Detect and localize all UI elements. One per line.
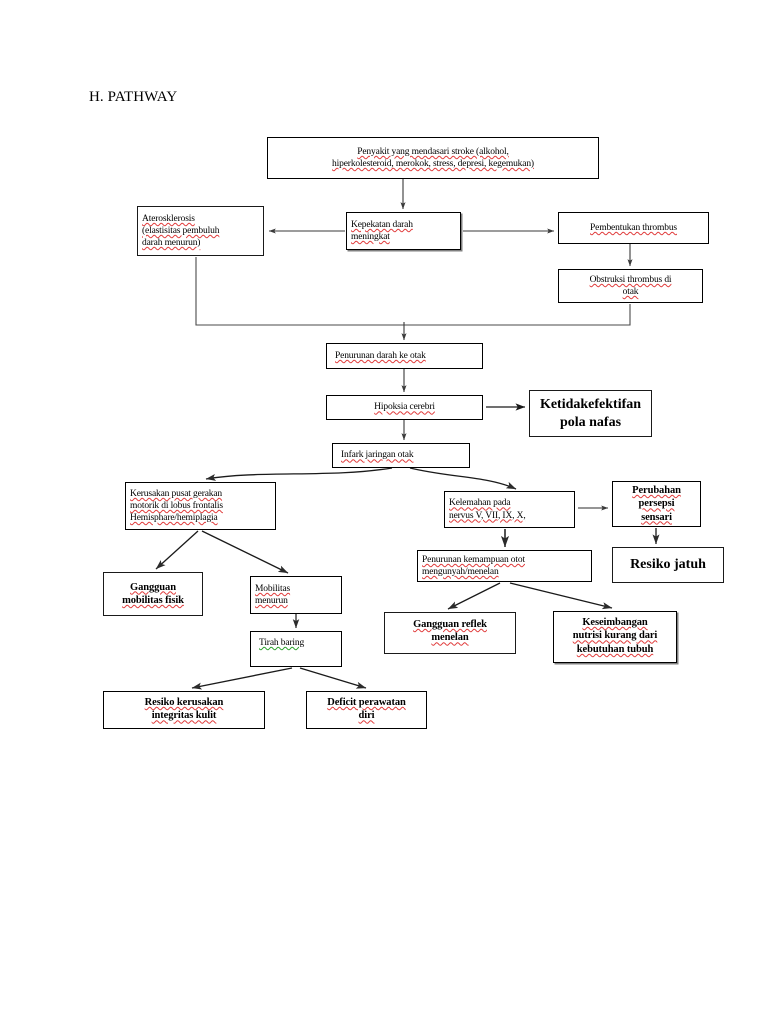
node-kerusakan-pusat-gerakan-motorik[interactable]: Kerusakan pusat gerakan motorik di lobus… [125, 482, 276, 530]
edge-tirah-to-deficit-perawatan [299, 667, 367, 689]
node-label: Perubahan persepsi sensari [632, 484, 681, 523]
node-penurunan-darah-ke-otak[interactable]: Penurunan darah ke otak [326, 343, 483, 369]
node-label: Penyakit yang mendasari stroke (alkohol,… [332, 146, 534, 169]
node-label: Penurunan kemampuan otot mengunyah/menel… [422, 554, 525, 577]
node-infark-jaringan-otak[interactable]: Infark jaringan otak [332, 443, 470, 468]
edge-obstruksi-bus [404, 304, 631, 326]
node-penurunan-kemampuan-otot[interactable]: Penurunan kemampuan otot mengunyah/menel… [417, 550, 592, 582]
node-kelemahan-nervus[interactable]: Kelemahan pada nervus V, VII, IX, X, [444, 491, 575, 528]
edge-aterosklerosis-bus [195, 257, 404, 326]
edge-penurunan-to-gangguan-reflek [447, 582, 501, 610]
node-label: Hipoksia cerebri [374, 402, 435, 413]
edge-penurunan-to-keseimbangan-nutrisi [509, 582, 613, 610]
node-tirah-baring[interactable]: Tirah baring [250, 631, 342, 667]
node-label: Aterosklerosis (elastisitas pembuluh dar… [142, 213, 220, 249]
node-ketidakefektifan-pola-nafas[interactable]: Ketidakefektifan pola nafas [529, 390, 652, 437]
node-label: Ketidakefektifan pola nafas [539, 396, 642, 430]
edge-kerusakan-to-gangguan-mobilitas [155, 530, 199, 570]
node-label: Kelemahan pada nervus V, VII, IX, X, [449, 498, 526, 521]
node-label: Penurunan darah ke otak [335, 350, 426, 361]
node-resiko-jatuh[interactable]: Resiko jatuh [612, 547, 724, 583]
node-label: Kerusakan pusat gerakan motorik di lobus… [130, 488, 223, 524]
node-obstruksi-thrombus[interactable]: Obstruksi thrombus di otak [558, 269, 703, 303]
node-label: Kepekatan darah meningkat [351, 219, 413, 242]
page-title: H. PATHWAY [89, 89, 178, 105]
node-label: Obstruksi thrombus di otak [589, 274, 672, 297]
node-label: Keseimbangan nutrisi kurang dari kebutuh… [572, 617, 658, 655]
node-label: Gangguan mobilitas fisik [122, 581, 184, 606]
node-label: Tirah baring [259, 638, 305, 648]
node-gangguan-mobilitas-fisik[interactable]: Gangguan mobilitas fisik [103, 572, 203, 616]
edge-kerusakan-to-mobilitas-menurun [201, 530, 289, 574]
node-resiko-kerusakan-integritas-kulit[interactable]: Resiko kerusakan integritas kulit [103, 691, 265, 729]
node-label: Mobilitas menurun [255, 583, 291, 606]
node-perubahan-persepsi-sensari[interactable]: Perubahan persepsi sensari [612, 481, 701, 527]
node-label: Pembentukan thrombus [590, 222, 677, 233]
node-label: Infark jaringan otak [341, 450, 414, 461]
node-label: Deficit perawatan diri [327, 697, 406, 722]
node-mobilitas-menurun[interactable]: Mobilitas menurun [250, 576, 342, 614]
node-hipoksia-cerebri[interactable]: Hipoksia cerebri [326, 395, 483, 420]
node-label: Resiko jatuh [630, 557, 706, 573]
edge-tirah-to-resiko-kerusakan [191, 667, 293, 690]
node-gangguan-reflek-menelan[interactable]: Gangguan reflek menelan [384, 612, 516, 654]
node-deficit-perawatan-diri[interactable]: Deficit perawatan diri [306, 691, 427, 729]
node-penyakit-mendasari[interactable]: Penyakit yang mendasari stroke (alkohol,… [267, 137, 599, 179]
node-aterosklerosis[interactable]: Aterosklerosis (elastisitas pembuluh dar… [137, 206, 264, 256]
edge-infark-to-kerusakan [205, 467, 393, 481]
node-label: Gangguan reflek menelan [413, 619, 487, 644]
edge-infark-to-kelemahan [409, 467, 517, 490]
node-pembentukan-thrombus[interactable]: Pembentukan thrombus [558, 212, 709, 244]
node-keseimbangan-nutrisi[interactable]: Keseimbangan nutrisi kurang dari kebutuh… [553, 611, 677, 663]
node-label: Resiko kerusakan integritas kulit [144, 697, 224, 722]
node-kepekatan-darah[interactable]: Kepekatan darah meningkat [346, 212, 461, 250]
